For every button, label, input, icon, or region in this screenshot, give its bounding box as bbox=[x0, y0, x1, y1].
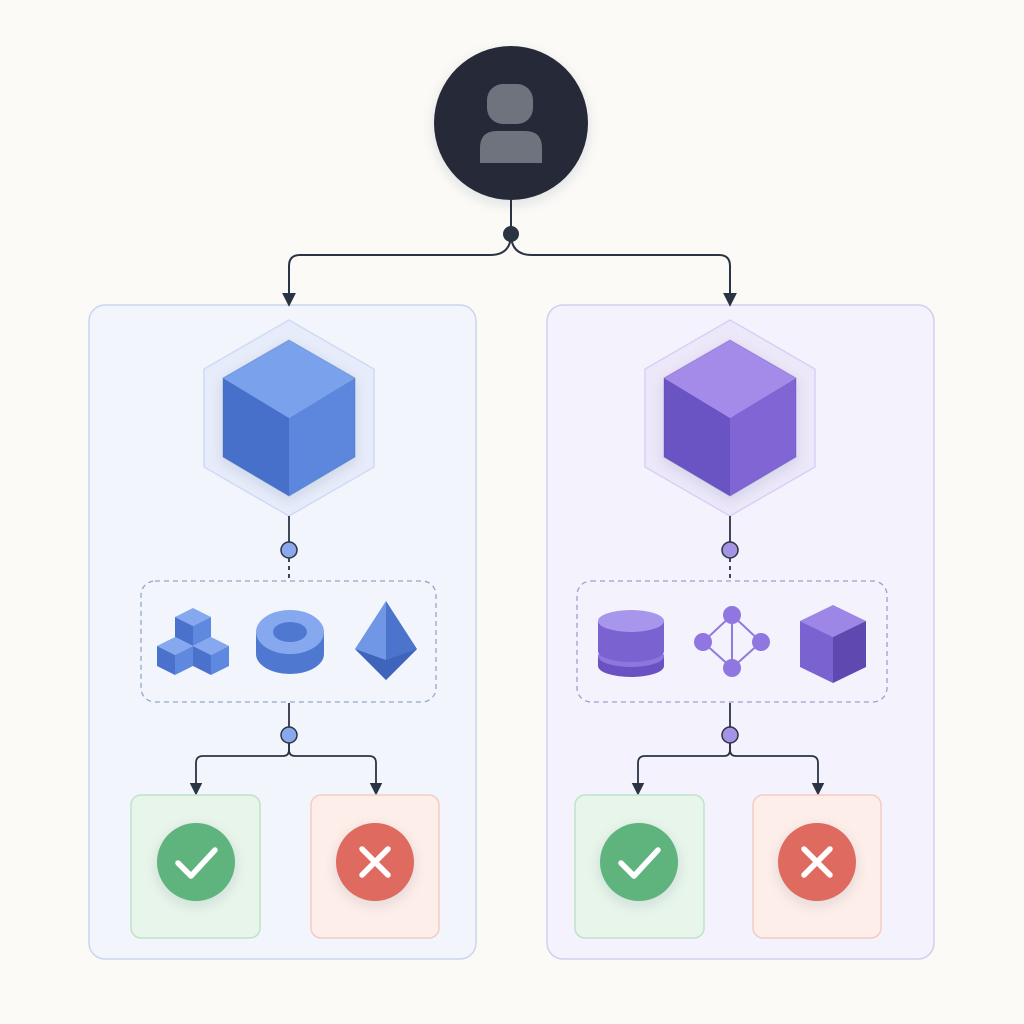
check-icon bbox=[157, 823, 235, 901]
right-components-group bbox=[576, 580, 888, 703]
left-components-group bbox=[140, 580, 437, 703]
left-connector-lower bbox=[189, 703, 383, 796]
blocks-stack-icon bbox=[157, 608, 229, 675]
user-icon bbox=[480, 84, 542, 163]
cube-icon bbox=[800, 605, 866, 683]
octahedron-icon bbox=[355, 601, 417, 680]
left-lower-node-dot bbox=[280, 726, 298, 744]
root-connectors bbox=[282, 200, 737, 307]
hexagon-cube-icon bbox=[222, 339, 356, 497]
hexagon-cube-icon bbox=[663, 339, 797, 497]
check-icon bbox=[600, 823, 678, 901]
database-icon bbox=[598, 610, 664, 677]
right-upper-node-dot bbox=[721, 541, 739, 559]
right-lower-node-dot bbox=[721, 726, 739, 744]
x-icon bbox=[778, 823, 856, 901]
x-icon bbox=[336, 823, 414, 901]
right-connector-lower bbox=[631, 703, 825, 796]
left-upper-node-dot bbox=[280, 541, 298, 559]
ring-icon bbox=[256, 610, 324, 674]
root-junction-dot bbox=[503, 226, 519, 242]
network-graph-icon bbox=[694, 606, 770, 677]
